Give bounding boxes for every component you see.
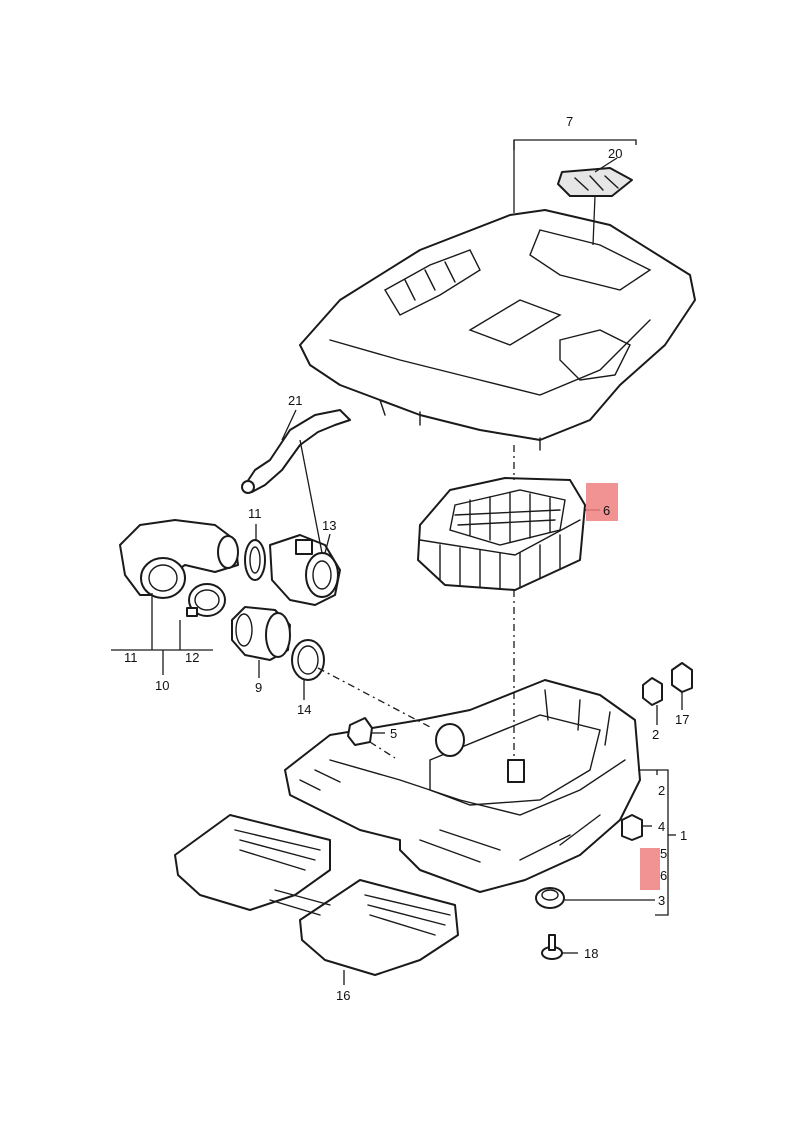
air-mass-meter [269,534,341,606]
callout-17: 17 [675,712,689,727]
assembly-lines [317,445,515,760]
callout-6-top: 6 [603,503,610,518]
callout-11-b: 11 [124,650,138,665]
callout-3: 3 [658,893,665,908]
callout-2-a: 2 [652,727,659,742]
callout-21: 21 [288,393,302,408]
screw [541,934,563,960]
clamp-ring [291,639,325,681]
callout-14: 14 [297,702,311,717]
callout-12: 12 [185,650,199,665]
callout-4: 4 [658,819,665,834]
seal-ring [244,539,266,581]
highlight-box-top [586,483,618,521]
rubber-grommet [642,677,663,706]
callout-labels: 7 20 6 21 11 13 11 12 10 9 14 5 2 17 2 4… [124,114,689,1003]
cover-insert [557,167,633,197]
rubber-buffer [621,814,643,841]
hose-clamp [186,583,226,617]
callout-9: 9 [255,680,262,695]
intake-duct [119,519,239,599]
intake-connector [231,606,291,661]
air-intake-ducts [174,814,459,976]
callout-11-a: 11 [248,506,262,521]
callout-18: 18 [584,946,598,961]
mount-bracket [671,662,693,693]
leader-lines [111,139,683,985]
air-filter-element [417,477,586,591]
sensor-bracket [347,717,373,746]
callout-16: 16 [336,988,350,1003]
callout-5-b: 5 [660,846,667,861]
callout-6-b: 6 [660,868,667,883]
highlight-box-side [640,848,660,890]
callout-7: 7 [566,114,573,129]
callout-13: 13 [322,518,336,533]
rubber-mount [535,887,565,909]
air-filter-housing [284,679,641,893]
engine-cover [299,209,696,451]
callout-20: 20 [608,146,622,161]
callout-10: 10 [155,678,169,693]
breather-hose [241,409,351,494]
callout-1: 1 [680,828,687,843]
callout-5-a: 5 [390,726,397,741]
callout-2-b: 2 [658,783,665,798]
